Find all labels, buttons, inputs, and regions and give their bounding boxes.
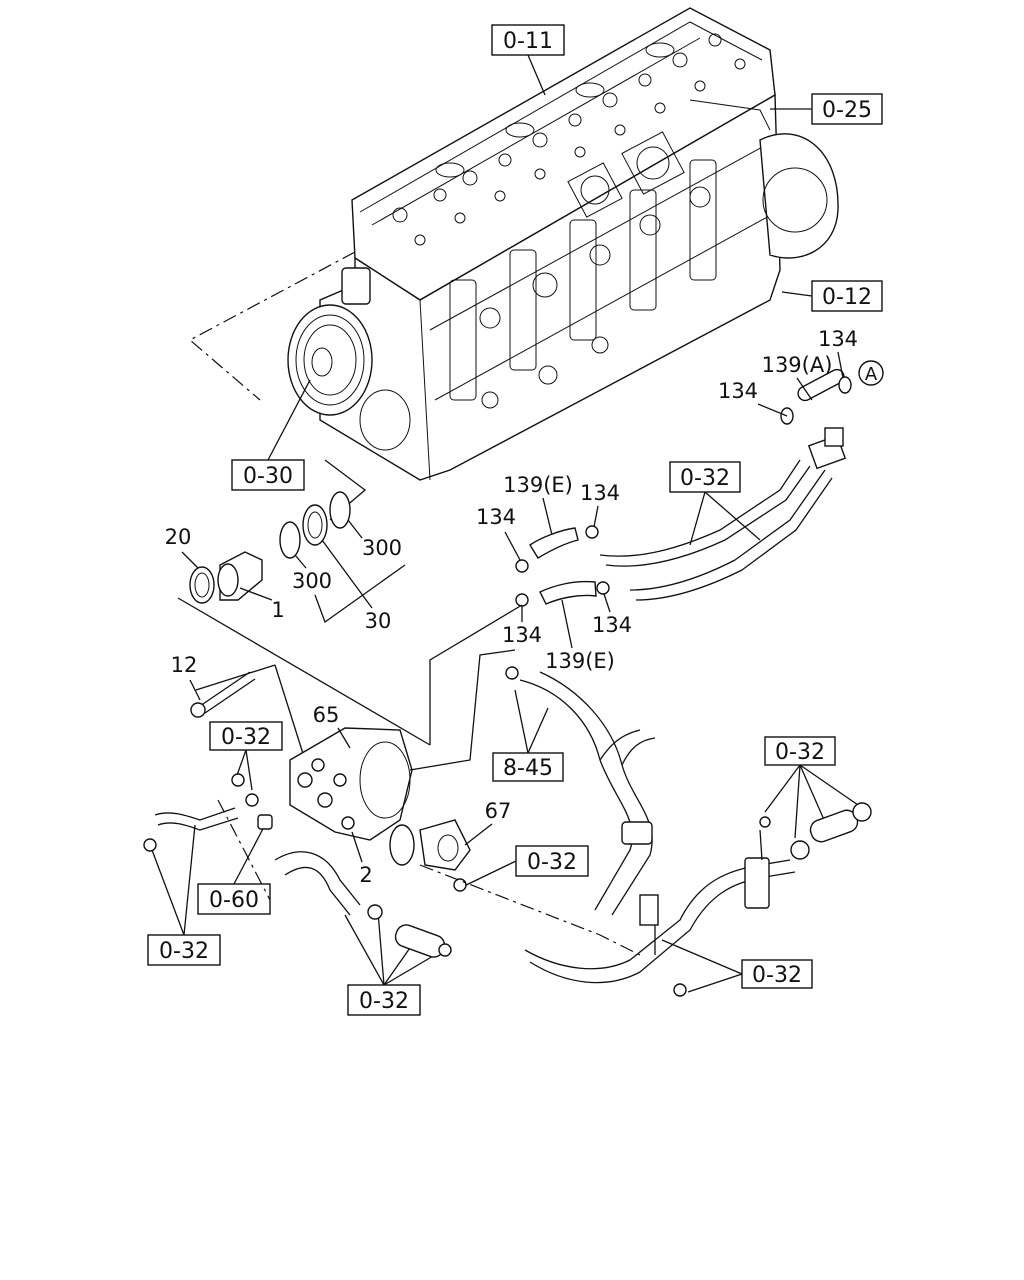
part-1-label: 1 [271,598,284,622]
part-67-label: 67 [485,799,512,823]
part-20-label: 20 [165,525,192,549]
part-134-label: 134 [476,505,516,529]
bolt-12 [190,671,256,718]
ref-8-45: 8-45 [503,756,553,781]
heater-pipe-assembly [515,368,852,607]
part-134-label: 134 [580,481,620,505]
part-30-label: 30 [365,609,392,633]
ref-0-30: 0-30 [243,464,293,489]
part-300-label: 300 [292,569,332,593]
ref-0-60: 0-60 [209,888,259,913]
ref-box-0-11: 0-11 [491,24,565,56]
part-134-label: 134 [502,623,542,647]
ref-0-32: 0-32 [775,740,825,765]
ref-box-0-60: 0-60 [197,883,271,915]
ref-box-0-32-mid: 0-32 [515,845,589,877]
ref-0-11: 0-11 [503,29,553,54]
part-139e-label: 139(E) [545,649,615,673]
ref-box-0-32-left-lower: 0-32 [147,934,221,966]
ref-box-0-32-right: 0-32 [764,736,836,766]
ref-0-32: 0-32 [527,850,577,875]
part-65-label: 65 [313,703,340,727]
ref-box-0-32-bottom: 0-32 [347,984,421,1016]
ref-0-32: 0-32 [359,989,409,1014]
ref-box-8-45: 8-45 [492,752,564,782]
ref-0-12: 0-12 [822,285,872,310]
ref-0-32: 0-32 [680,466,730,491]
part-134-label: 134 [718,379,758,403]
ref-box-0-30: 0-30 [231,459,305,491]
ref-box-0-32-left-upper: 0-32 [209,721,283,751]
ref-box-0-12: 0-12 [811,280,883,312]
pulley [287,304,373,416]
thermostat-parts [189,491,351,604]
part-2-label: 2 [359,863,372,887]
ref-0-32: 0-32 [752,963,802,988]
part-12-label: 12 [171,653,198,677]
ref-box-0-32-top: 0-32 [669,461,741,493]
ref-0-32: 0-32 [159,939,209,964]
ref-0-25: 0-25 [822,98,872,123]
circle-a-label: A [865,364,878,385]
part-139e-label: 139(E) [503,473,573,497]
engine-block [287,7,839,481]
circle-a-callout: A [858,360,884,386]
part-134-label: 134 [592,613,632,637]
water-pump [289,727,471,871]
part-139a-label: 139(A) [762,353,833,377]
ref-box-0-32-bottom-right: 0-32 [741,959,813,989]
part-134-label: 134 [818,327,858,351]
part-300-label: 300 [362,536,402,560]
ref-0-32: 0-32 [221,725,271,750]
ref-box-0-25: 0-25 [811,93,883,125]
